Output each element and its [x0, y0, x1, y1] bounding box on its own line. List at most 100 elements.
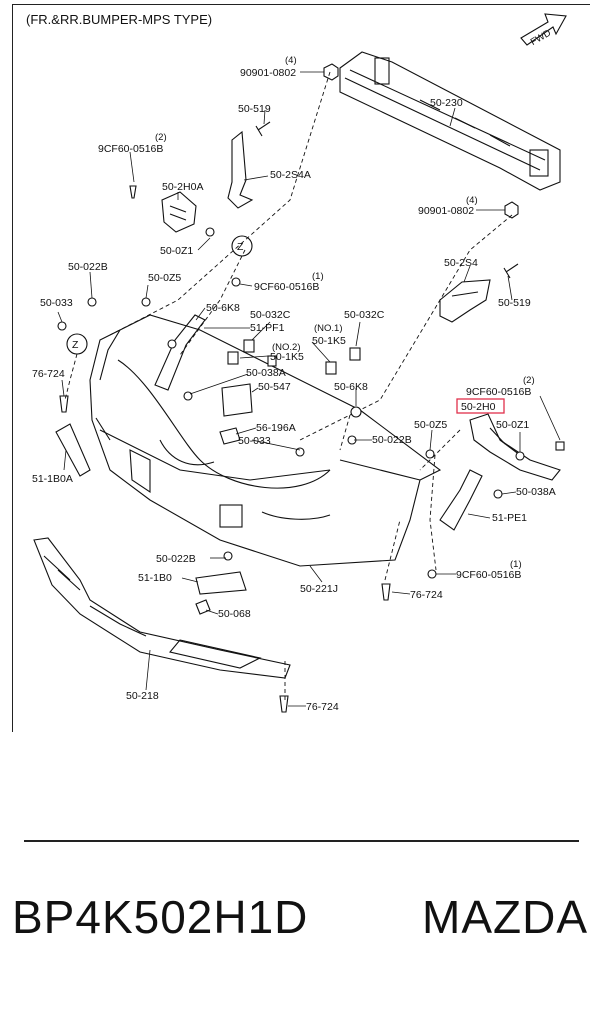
- part-label: 56-196A: [256, 422, 296, 434]
- part-label: 50-022B: [372, 434, 412, 446]
- screw-icon: [255, 121, 271, 137]
- qty-label: (NO.1): [314, 323, 343, 334]
- bolt-icon: [323, 63, 339, 81]
- part-label: 50-230: [430, 97, 463, 109]
- clip-icon: [295, 447, 305, 457]
- view-marker-label: Z: [72, 339, 79, 351]
- qty-label: (4): [466, 195, 478, 206]
- part-number: BP4K502H1D: [12, 891, 309, 943]
- part-label: 50-022B: [68, 261, 108, 273]
- bolt-icon: [504, 201, 519, 219]
- connector-icon: [349, 347, 361, 361]
- part-label: 50-6K8: [334, 381, 368, 393]
- qty-label: (NO.2): [272, 342, 301, 353]
- bumper-cover: [89, 314, 442, 567]
- qty-label: (2): [523, 375, 535, 386]
- screw-icon: [503, 263, 519, 279]
- part-label: 50-068: [218, 608, 251, 620]
- part-label: 50-6K8: [206, 302, 240, 314]
- part-label: 50-032C: [250, 309, 291, 321]
- view-marker-label: Z: [237, 241, 244, 253]
- part-label: 50-2S4A: [270, 169, 311, 181]
- part-label: 50-2S4: [444, 257, 478, 269]
- side-piece-pf1: [154, 314, 206, 391]
- part-label: 76-724: [32, 368, 65, 380]
- part-label: 50-2H0A: [162, 181, 203, 193]
- brand-name: MAZDA: [422, 891, 588, 943]
- part-label: 9CF60-0516B: [98, 143, 163, 155]
- part-label: 50-038A: [516, 486, 556, 498]
- part-label: 76-724: [306, 701, 339, 713]
- part-label: 90901-0802: [240, 67, 296, 79]
- part-label: 90901-0802: [418, 205, 474, 217]
- connector-icon: [243, 339, 255, 353]
- clip-icon: [223, 551, 233, 561]
- grommet-icon: [59, 395, 69, 413]
- diagram-title: (FR.&RR.BUMPER-MPS TYPE): [26, 12, 212, 27]
- qty-label: (1): [312, 271, 324, 282]
- part-label: 50-022B: [156, 553, 196, 565]
- part-label: 51-PE1: [492, 512, 527, 524]
- assembly-guide-lines: [64, 71, 513, 700]
- grommet-icon: [381, 583, 391, 601]
- lower-grille: [33, 537, 291, 679]
- bracket-2h0a: [161, 191, 197, 233]
- highlight-box: [456, 398, 505, 414]
- side-piece-pe1: [439, 469, 483, 531]
- part-label: 50-0Z5: [414, 419, 447, 431]
- clip-icon: [205, 227, 215, 237]
- diagram-frame: [12, 4, 590, 732]
- highlighted-part-label: 50-2H0: [461, 401, 496, 413]
- clip-196a: [219, 427, 241, 445]
- clip-icon: [267, 355, 277, 367]
- separator-line: [24, 840, 579, 842]
- bracket-2s4: [439, 279, 491, 323]
- qty-label: (1): [510, 559, 522, 570]
- bracket-2s4a: [227, 130, 254, 209]
- clip-icon: [427, 569, 437, 579]
- clip-icon: [515, 451, 525, 461]
- part-label: 51-PF1: [250, 322, 285, 334]
- clip-icon: [87, 297, 97, 307]
- qty-label: (4): [285, 55, 297, 66]
- part-label: 50-0Z1: [496, 419, 529, 431]
- part-label: 9CF60-0516B: [466, 386, 531, 398]
- view-marker-z: Z: [231, 235, 253, 257]
- part-label: 9CF60-0516B: [254, 281, 319, 293]
- clip-icon: [57, 321, 67, 331]
- part-label: 50-0Z1: [160, 245, 193, 257]
- part-label: 76-724: [410, 589, 443, 601]
- clip-icon: [141, 297, 151, 307]
- plate-547: [221, 383, 253, 417]
- nut-icon: [350, 406, 362, 418]
- connector-icon: [325, 361, 337, 375]
- bracket-2h0: [469, 413, 561, 481]
- clip-icon: [493, 489, 503, 499]
- part-label: 50-1K5: [270, 351, 304, 363]
- part-label: 50-1K5: [312, 335, 346, 347]
- clip-icon: [195, 599, 211, 615]
- part-label: 51-1B0: [138, 572, 172, 584]
- part-label: 50-038A: [246, 367, 286, 379]
- screw-icon: [129, 185, 137, 199]
- connector-icon: [227, 351, 239, 365]
- view-marker-z: Z: [66, 333, 88, 355]
- fwd-arrow-icon: FWD: [520, 13, 567, 48]
- part-label: 50-547: [258, 381, 291, 393]
- clip-icon: [555, 441, 565, 451]
- leader-lines: [57, 71, 561, 707]
- qty-label: (2): [155, 132, 167, 143]
- part-label: 9CF60-0516B: [456, 569, 521, 581]
- part-label: 50-519: [498, 297, 531, 309]
- clip-icon: [183, 391, 193, 401]
- clip-icon: [167, 339, 177, 349]
- part-label: 50-033: [40, 297, 73, 309]
- parts-diagram: (FR.&RR.BUMPER-MPS TYPE) FWD Z Z: [26, 12, 567, 713]
- grommet-icon: [279, 695, 289, 713]
- rear-reinforcement-beam: [339, 51, 561, 191]
- fog-cover: [195, 571, 247, 595]
- part-label: 50-218: [126, 690, 159, 702]
- part-label: 50-0Z5: [148, 272, 181, 284]
- clip-icon: [425, 449, 435, 459]
- clip-icon: [231, 277, 241, 287]
